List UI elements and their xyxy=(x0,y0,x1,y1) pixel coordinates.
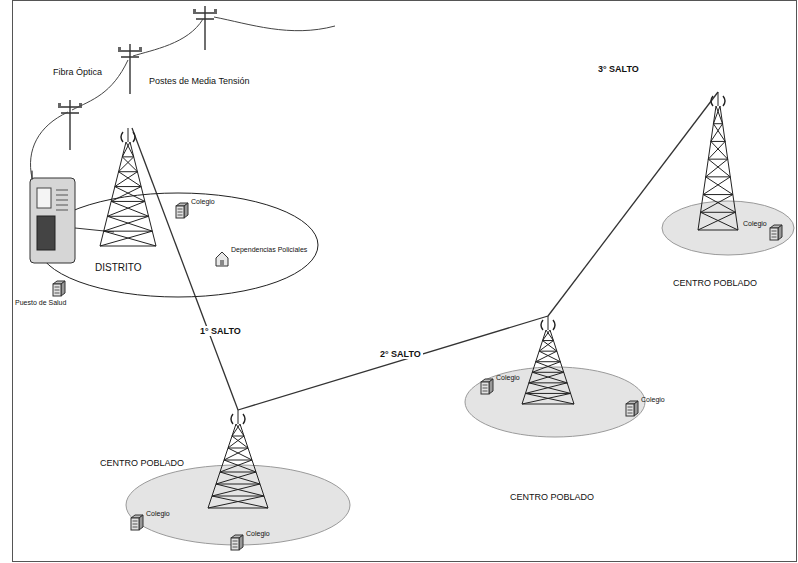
facility: Dependencias Policiales xyxy=(215,246,307,267)
insulator xyxy=(58,103,61,107)
server-slots xyxy=(628,407,633,413)
facility-icon xyxy=(130,514,144,531)
area-ellipse xyxy=(465,367,645,437)
fiber-span xyxy=(214,17,335,31)
facility-icon xyxy=(625,400,639,417)
server-icon xyxy=(53,284,61,296)
fiber-optic-cable xyxy=(31,17,336,178)
radio-link xyxy=(132,128,238,410)
server-icon xyxy=(634,401,638,416)
server-icon xyxy=(184,203,188,218)
fiber-drop xyxy=(31,112,69,178)
insulators xyxy=(58,9,217,107)
cabinet-link xyxy=(32,171,33,180)
facility-icon xyxy=(175,202,189,219)
insulator xyxy=(139,47,142,51)
server-slots xyxy=(178,209,183,215)
cabinet-vents xyxy=(56,190,68,210)
facility-name: Colegio xyxy=(146,510,170,518)
tower-lattice xyxy=(522,316,574,404)
building-icon xyxy=(216,252,228,266)
insulator xyxy=(118,47,121,51)
area-ellipse xyxy=(662,201,794,255)
area-name: CENTRO POBLADO xyxy=(510,492,594,502)
server-icon xyxy=(231,538,239,550)
cabinet-panel xyxy=(37,216,55,250)
area-name: DISTRITO xyxy=(95,262,141,274)
server-slots xyxy=(483,385,488,391)
facility-name: Colegio xyxy=(191,198,215,206)
antenna xyxy=(711,96,725,106)
facility: Colegio xyxy=(625,396,665,417)
illustration-label: Fibra Óptica xyxy=(52,67,103,77)
facility-name: Colegio xyxy=(641,396,665,404)
server-slots xyxy=(133,521,138,527)
facility: Colegio xyxy=(130,510,170,531)
populated-area: CENTRO POBLADO Colegio xyxy=(655,92,795,297)
server-slots xyxy=(771,231,776,237)
building-door xyxy=(220,260,224,266)
facility-icon xyxy=(480,378,494,395)
server-icon xyxy=(139,515,143,530)
populated-area: CENTRO POBLADOColegioColegio xyxy=(95,410,360,560)
server-icon xyxy=(61,281,65,296)
area-outline xyxy=(95,410,360,560)
telecom-cabinet xyxy=(30,178,75,263)
populated-area: CENTRO POBLADOColegioColegio xyxy=(455,316,680,511)
fiber-span xyxy=(133,19,203,56)
populated-area: DISTRITO ColegioDependencias PolicialesPu… xyxy=(10,128,335,328)
hop-label: 1° SALTO xyxy=(198,326,243,336)
facility: Colegio xyxy=(230,530,270,551)
facility: Colegio xyxy=(743,220,783,241)
server-icon xyxy=(778,225,782,240)
area-outline xyxy=(455,316,680,511)
insulator xyxy=(214,9,217,13)
facility-name: Dependencias Policiales xyxy=(231,246,307,254)
facility: Puesto de Salud xyxy=(15,280,66,307)
tower-lattice xyxy=(698,92,738,230)
facility-name: Colegio xyxy=(246,530,270,538)
server-icon xyxy=(131,518,139,530)
area-outline xyxy=(10,128,335,328)
cabinet-screen xyxy=(37,188,51,208)
server-icon xyxy=(481,382,489,394)
facility-name: Puesto de Salud xyxy=(15,299,66,307)
pole xyxy=(118,44,142,94)
antenna xyxy=(541,320,555,330)
illustration-label: Postes de Media Tensión xyxy=(148,76,250,86)
area-name: CENTRO POBLADO xyxy=(673,278,757,288)
facility-icon xyxy=(230,534,244,551)
area-name: CENTRO POBLADO xyxy=(100,458,184,468)
insulator xyxy=(193,9,196,13)
server-slots xyxy=(55,287,60,293)
facility-icon xyxy=(215,250,229,267)
facility-icon xyxy=(769,224,783,241)
server-icon xyxy=(770,228,778,240)
tower-lattice xyxy=(100,128,156,246)
server-icon xyxy=(626,404,634,416)
facility: Colegio xyxy=(480,374,520,395)
hop-label: 2° SALTO xyxy=(378,349,423,359)
server-slots xyxy=(233,541,238,547)
area-ellipse xyxy=(38,193,318,297)
facility-icon xyxy=(52,280,66,297)
server-icon xyxy=(176,206,184,218)
server-icon xyxy=(489,379,493,394)
tower-lattice xyxy=(208,410,268,508)
pole xyxy=(58,100,82,150)
antenna xyxy=(121,132,135,142)
facility: Colegio xyxy=(175,198,215,219)
hop-label: 3° SALTO xyxy=(596,64,641,74)
antenna xyxy=(231,414,245,424)
server-icon xyxy=(239,535,243,550)
area-outline xyxy=(655,92,795,297)
facility-name: Colegio xyxy=(496,374,520,382)
frame xyxy=(13,1,797,562)
facility-name: Colegio xyxy=(743,220,767,228)
